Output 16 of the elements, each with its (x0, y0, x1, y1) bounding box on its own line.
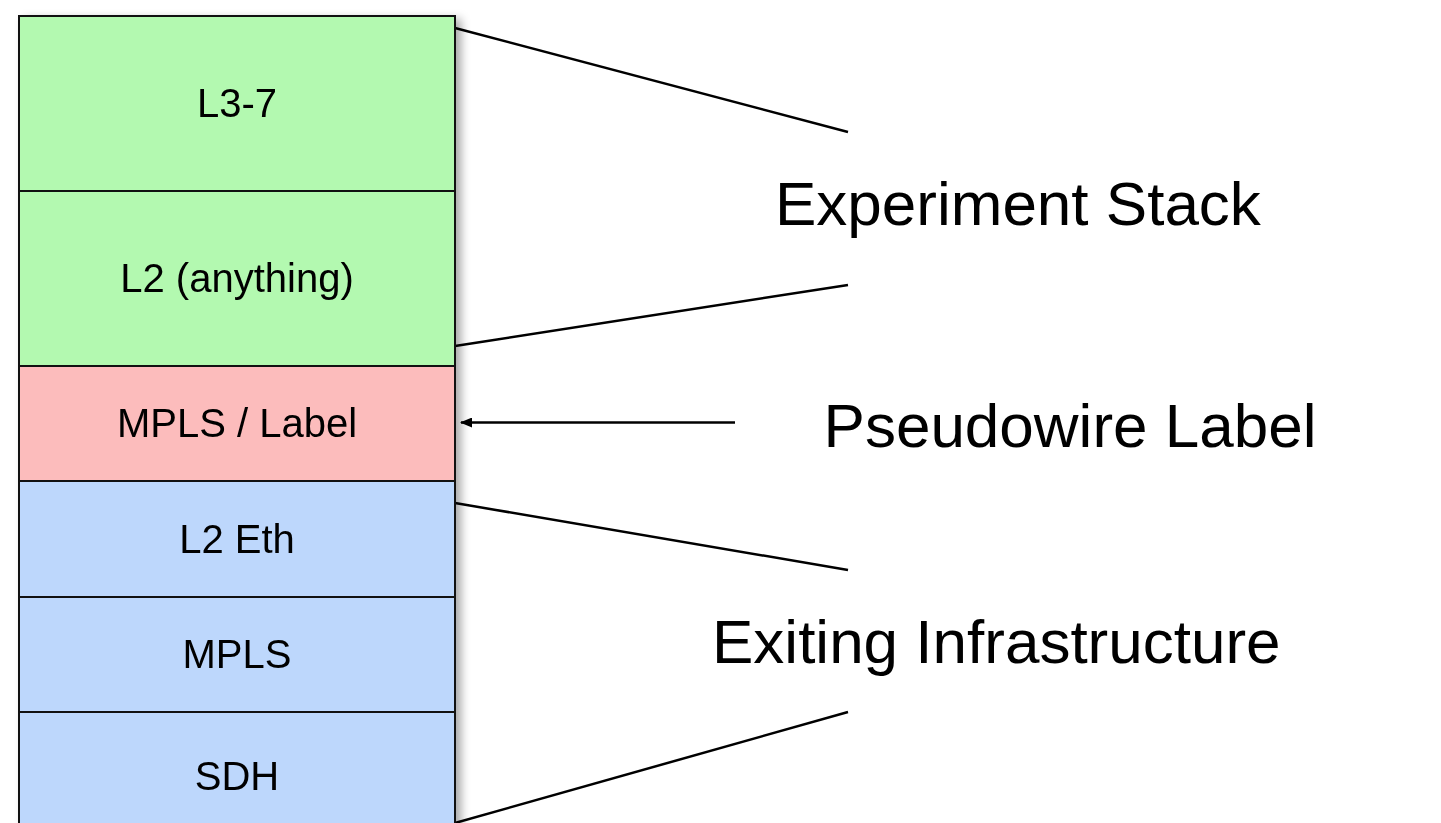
layer-box (18, 480, 456, 598)
layer-box (18, 596, 456, 713)
layer-label: MPLS (182, 632, 292, 677)
arrow (460, 417, 735, 428)
layer-label: L2 Eth (179, 516, 295, 562)
callout-text: Pseudowire Label (823, 389, 1317, 461)
layer-box (18, 711, 456, 823)
layer-label: SDH (194, 753, 280, 799)
group-label: Experiment Stack (775, 168, 1261, 239)
layer-label: MPLS / Label (116, 401, 358, 446)
layer-box (18, 190, 456, 367)
layer-box (18, 365, 456, 482)
layer-label: L2 (anything) (120, 256, 354, 301)
layer-label: L3-7 (196, 81, 278, 126)
group-label: Exiting Infrastructure (712, 606, 1281, 677)
layer-box (18, 15, 456, 192)
